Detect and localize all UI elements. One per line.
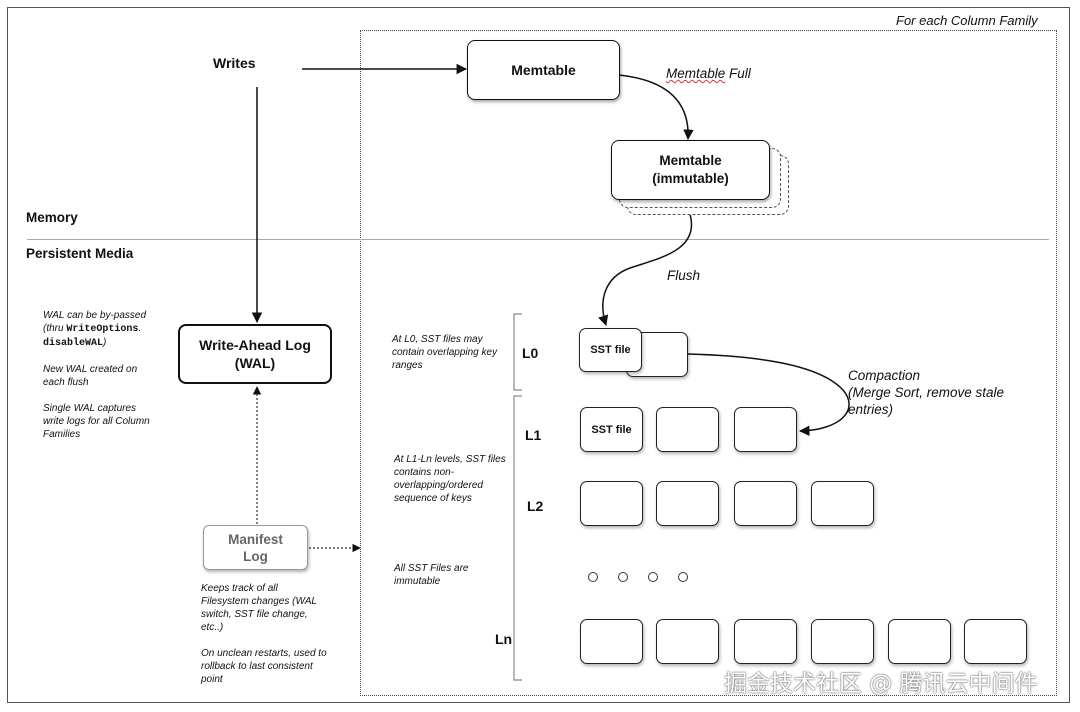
memtable-full-label: Memtable Full bbox=[666, 66, 751, 81]
l2-sst-file-3 bbox=[734, 481, 797, 526]
l1-ln-note: At L1-Ln levels, SST files contains non-… bbox=[394, 453, 506, 505]
manifest-note-restart-3: point bbox=[201, 674, 223, 685]
imm-note-2: immutable bbox=[394, 576, 441, 587]
wal-note-single-3: Families bbox=[43, 429, 81, 440]
ellipsis-circle-1 bbox=[588, 572, 598, 582]
ln-sst-file-6 bbox=[964, 619, 1027, 664]
wal-note-bypass-1: WAL can be by-passed bbox=[43, 310, 147, 321]
memtable-box: Memtable bbox=[467, 40, 620, 100]
compaction-line1: Compaction bbox=[848, 368, 921, 383]
level-l0-label: L0 bbox=[522, 345, 539, 361]
ellipsis-circle-3 bbox=[648, 572, 658, 582]
persistent-media-section-label: Persistent Media bbox=[26, 246, 134, 261]
wal-line2: (WAL) bbox=[234, 355, 276, 371]
wal-box: Write-Ahead Log (WAL) bbox=[178, 324, 332, 384]
memory-section-label: Memory bbox=[26, 210, 78, 225]
compaction-line2: (Merge Sort, remove stale bbox=[848, 385, 1005, 400]
manifest-note-track-3: switch, SST file change, bbox=[201, 609, 308, 620]
watermark-text: 掘金技术社区 @ 腾讯云中间件 bbox=[724, 671, 1038, 697]
ellipsis-circle-4 bbox=[678, 572, 688, 582]
l0-sst-file-label: SST file bbox=[590, 344, 631, 356]
wal-note-code-writeoptions: WriteOptions bbox=[66, 324, 139, 335]
l1-sst-file-label: SST file bbox=[591, 423, 632, 436]
manifest-line2: Log bbox=[243, 548, 268, 564]
ellipsis-circle-2 bbox=[618, 572, 628, 582]
region-title: For each Column Family bbox=[896, 13, 1038, 28]
wal-note-single-2: write logs for all Column bbox=[43, 416, 150, 427]
flush-label: Flush bbox=[667, 268, 701, 283]
immutable-memtable-box: Memtable (immutable) bbox=[611, 140, 770, 200]
compaction-arrow bbox=[687, 353, 850, 437]
l2-sst-file-4 bbox=[811, 481, 874, 526]
ln-note-4: sequence of keys bbox=[394, 493, 472, 504]
manifest-note-track-4: etc..) bbox=[201, 622, 224, 633]
ln-sst-file-4 bbox=[811, 619, 874, 664]
memtable-full-word2: Full bbox=[725, 66, 751, 81]
l0-note-2: contain overlapping key bbox=[392, 347, 498, 358]
manifest-note-track-1: Keeps track of all bbox=[201, 583, 278, 594]
l0-sst-file: SST file bbox=[579, 328, 642, 372]
manifest-notes: Keeps track of all Filesystem changes (W… bbox=[201, 582, 327, 699]
l0-note: At L0, SST files may contain overlapping… bbox=[392, 333, 497, 372]
wal-note-new-1: New WAL created on bbox=[43, 364, 138, 375]
ln-sst-file-2 bbox=[656, 619, 719, 664]
ln-note-2: contains non- bbox=[394, 467, 455, 478]
imm-note-1: All SST Files are bbox=[394, 563, 469, 574]
l1-ln-bracket bbox=[513, 395, 522, 681]
l2-sst-file-1 bbox=[580, 481, 643, 526]
memory-persistent-divider bbox=[27, 239, 1049, 240]
level-l2-label: L2 bbox=[527, 498, 544, 514]
l0-bracket bbox=[513, 313, 522, 391]
wal-note-bypass-2a: (thru bbox=[43, 323, 67, 334]
manifest-line1: Manifest bbox=[228, 531, 283, 547]
flush-arrow bbox=[598, 213, 693, 327]
compaction-line3: entries) bbox=[848, 402, 894, 417]
l0-note-1: At L0, SST files may bbox=[392, 334, 483, 345]
immutable-sst-note: All SST Files are immutable bbox=[394, 562, 468, 588]
wal-note-code-disablewal: disableWAL bbox=[43, 338, 104, 349]
memtable-full-arrow bbox=[618, 74, 694, 141]
l1-sst-file-1: SST file bbox=[580, 407, 643, 452]
manifest-note-restart-1: On unclean restarts, used to bbox=[201, 648, 327, 659]
immutable-memtable-line1: Memtable bbox=[659, 153, 722, 168]
diagram-frame bbox=[7, 7, 1070, 703]
wal-note-dot: . bbox=[138, 323, 142, 334]
immutable-memtable-line2: (immutable) bbox=[652, 171, 729, 186]
memtable-label: Memtable bbox=[511, 62, 576, 78]
wal-note-close: ) bbox=[103, 337, 107, 348]
manifest-note-track-2: Filesystem changes (WAL bbox=[201, 596, 317, 607]
writes-label: Writes bbox=[213, 55, 256, 71]
compaction-label: Compaction (Merge Sort, remove stale ent… bbox=[848, 367, 1004, 418]
wal-note-new-2: each flush bbox=[43, 377, 89, 388]
ln-note-1: At L1-Ln levels, SST files bbox=[394, 454, 506, 465]
wal-line1: Write-Ahead Log bbox=[199, 337, 311, 353]
ln-sst-file-1 bbox=[580, 619, 643, 664]
ln-sst-file-5 bbox=[888, 619, 951, 664]
wal-note-single-1: Single WAL captures bbox=[43, 403, 137, 414]
memtable-full-word1: Memtable bbox=[666, 66, 726, 81]
wal-notes: WAL can be by-passed (thru WriteOptions.… bbox=[43, 309, 150, 454]
manifest-note-restart-2: rollback to last consistent bbox=[201, 661, 313, 672]
l1-sst-file-3 bbox=[734, 407, 797, 452]
manifest-log-box: Manifest Log bbox=[203, 525, 308, 570]
l1-sst-file-2 bbox=[656, 407, 719, 452]
column-family-region bbox=[360, 30, 1057, 696]
l0-note-3: ranges bbox=[392, 360, 423, 371]
ln-note-3: overlapping/ordered bbox=[394, 480, 483, 491]
level-ln-label: Ln bbox=[495, 631, 513, 647]
level-l1-label: L1 bbox=[525, 427, 542, 443]
ln-sst-file-3 bbox=[734, 619, 797, 664]
l2-sst-file-2 bbox=[656, 481, 719, 526]
